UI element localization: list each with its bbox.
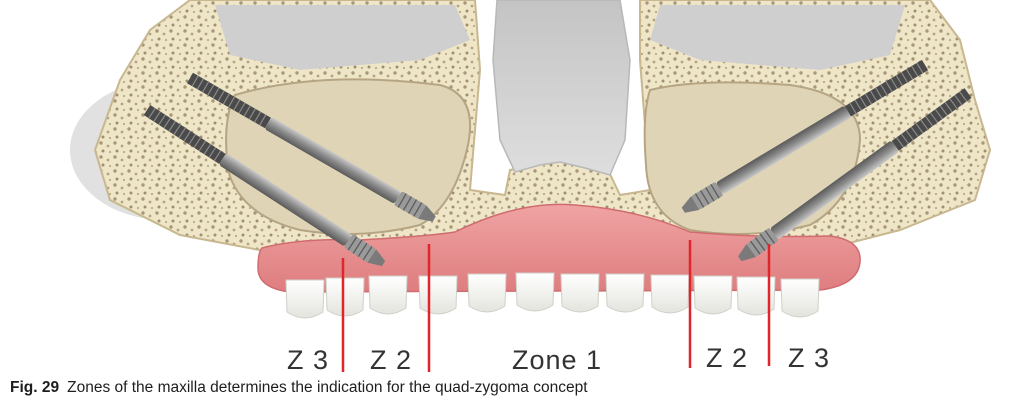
denture-gingiva [257,203,861,293]
right-upper-cavity [650,5,905,70]
maxilla-zone-illustration: Z 3 Z 2 Zone 1 Z 2 Z 3 [70,0,992,375]
zone-label-left-z3: Z 3 [287,345,329,375]
zone-label-zone1: Zone 1 [512,345,602,375]
figure-number: Fig. 29 [10,379,60,396]
zone-label-right-z2: Z 2 [706,343,748,373]
figure-caption-text: Zones of the maxilla determines the indi… [67,379,588,396]
left-maxillary-sinus [225,78,472,235]
zone-label-left-z2: Z 2 [370,345,412,375]
nasal-cavity [492,0,631,176]
right-maxillary-sinus [643,81,862,235]
left-upper-cavity [215,5,470,70]
figure-caption: Fig. 29 Zones of the maxilla determines … [10,379,588,403]
zone-label-right-z3: Z 3 [788,343,830,373]
